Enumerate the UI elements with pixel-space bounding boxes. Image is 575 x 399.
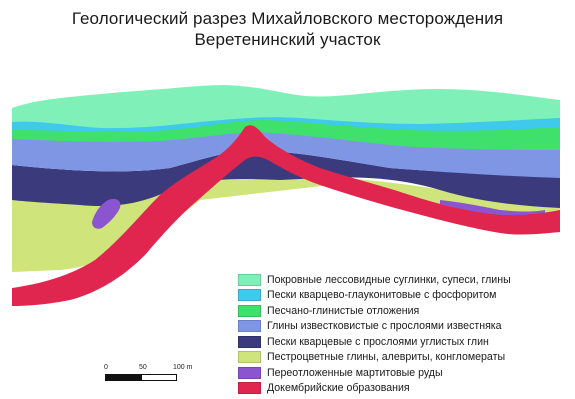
legend-swatch-sandclay [238, 304, 261, 317]
legend-swatch-precambrian [238, 382, 261, 395]
layer-quartzsand [12, 150, 560, 208]
scale-segment-white [141, 374, 177, 381]
legend-item-calcclay: Глины известковистые с прослоями известн… [238, 319, 573, 335]
layer-sandclay [12, 118, 560, 150]
legend-swatch-loess [238, 273, 261, 286]
legend-item-martite: Переотложенные мартитовые руды [238, 365, 573, 381]
legend-swatch-variegated [238, 351, 261, 364]
scale-label-50: 50 [139, 364, 147, 371]
legend-swatch-martite [238, 366, 261, 379]
legend-swatch-calcclay [238, 320, 261, 333]
layer-martite [92, 198, 121, 229]
legend-label-quartzsand: Пески кварцевые с прослоями углистых гли… [267, 335, 489, 348]
layer-martite-right [440, 200, 545, 218]
scale-segment-black [105, 374, 141, 381]
layer-precambrian [12, 125, 560, 306]
legend-item-precambrian: Докембрийские образования [238, 381, 573, 397]
diagram-title: Геологический разрез Михайловского место… [0, 8, 575, 50]
legend-item-glauconite: Пески кварцево-глауконитовые с фосфорито… [238, 288, 573, 304]
layer-loess [12, 85, 560, 129]
legend-swatch-glauconite [238, 289, 261, 302]
legend-label-variegated: Пестроцветные глины, алевриты, конгломер… [267, 351, 506, 364]
legend-label-precambrian: Докембрийские образования [267, 382, 410, 395]
legend-label-calcclay: Глины известковистые с прослоями известн… [267, 320, 502, 333]
legend-item-loess: Покровные лессовидные суглинки, супеси, … [238, 272, 573, 288]
legend-item-variegated: Пестроцветные глины, алевриты, конгломер… [238, 350, 573, 366]
legend-label-glauconite: Пески кварцево-глауконитовые с фосфорито… [267, 289, 497, 302]
legend-label-loess: Покровные лессовидные суглинки, супеси, … [267, 273, 511, 286]
legend-item-quartzsand: Пески кварцевые с прослоями углистых гли… [238, 334, 573, 350]
legend-label-sandclay: Песчано-глинистые отложения [267, 304, 420, 317]
scale-label-0: 0 [104, 364, 108, 371]
legend-swatch-quartzsand [238, 335, 261, 348]
title-line-2: Веретенинский участок [194, 30, 381, 49]
layer-calcclay [12, 131, 560, 178]
layer-glauconite [12, 115, 560, 132]
scale-label-100: 100 m [173, 364, 193, 371]
legend-item-sandclay: Песчано-глинистые отложения [238, 303, 573, 319]
legend-label-martite: Переотложенные мартитовые руды [267, 366, 443, 379]
title-line-1: Геологический разрез Михайловского место… [71, 9, 504, 28]
legend: Покровные лессовидные суглинки, супеси, … [238, 272, 573, 396]
